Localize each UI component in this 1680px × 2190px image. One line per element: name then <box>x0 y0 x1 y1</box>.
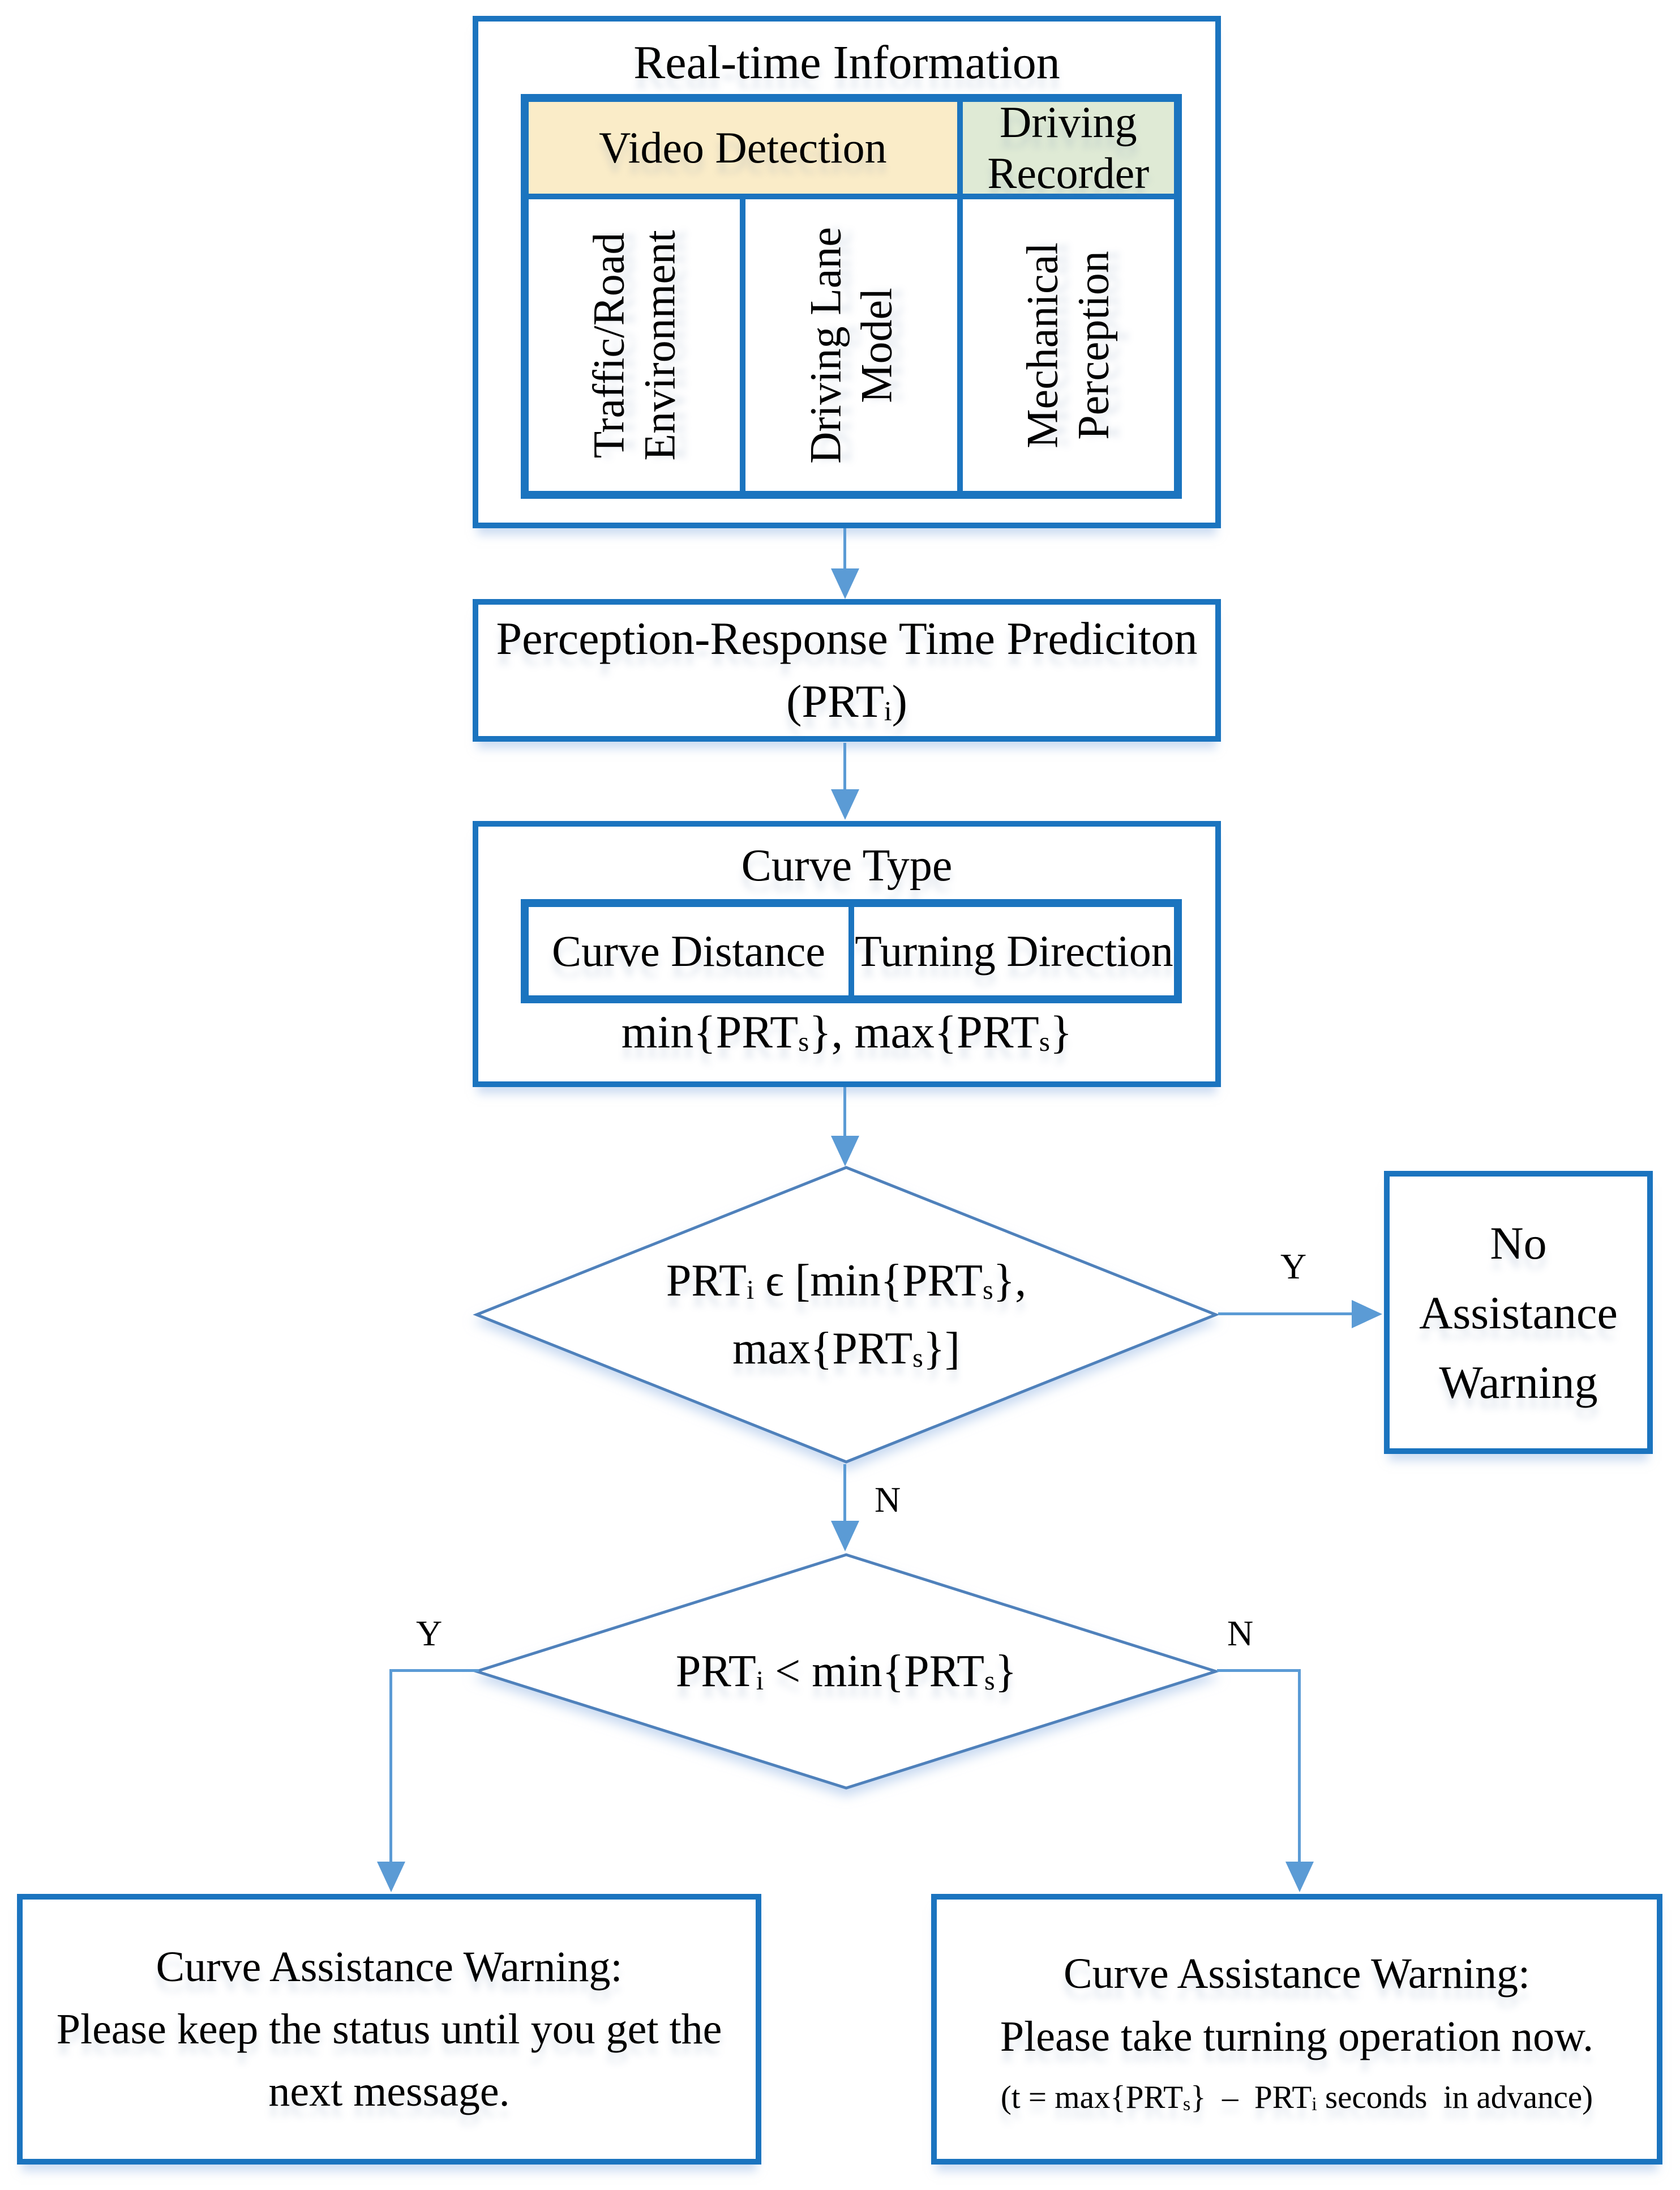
driving-lane-model-cell: Driving Lane Model <box>743 196 960 494</box>
turn-warning-line1: Curve Assistance Warning: <box>1063 1950 1531 1998</box>
decision2-line1: PRTi < min{PRTs} <box>675 1646 1017 1696</box>
decision-prt-in-range-diamond <box>473 1166 1220 1464</box>
driving-recorder-header-cell: Driving Recorder <box>959 97 1177 198</box>
arrow-line-decision1-yes <box>1218 1312 1354 1315</box>
arrow-line-decision2-yes-h <box>389 1669 479 1672</box>
keep-warning-line2: Please keep the status until you get the <box>56 2005 722 2053</box>
arrow-line-decision2-yes-v <box>389 1669 392 1864</box>
curve-type-box: Curve Type Curve Distance Turning Direct… <box>473 821 1221 1087</box>
decision1-line2: max{PRTs}] <box>732 1324 960 1374</box>
driving-lane-line1: Driving Lane <box>800 226 850 464</box>
label-y-decision2: Y <box>416 1613 443 1653</box>
arrow-line-curvetype-to-decision1 <box>843 1087 846 1137</box>
driving-lane-line2: Model <box>851 287 901 403</box>
traffic-road-environment-cell: Traffic/Road Environment <box>526 196 743 494</box>
mechanical-perception-cell: Mechanical Perception <box>959 196 1177 494</box>
prt-prediction-line1: Perception-Response Time Prediciton <box>496 613 1198 665</box>
turn-warning-line2: Please take turning operation now. <box>1000 2012 1594 2060</box>
label-y-decision1: Y <box>1280 1246 1307 1286</box>
arrowhead-decision2-yes <box>377 1862 405 1892</box>
video-detection-header-cell: Video Detection <box>526 99 960 196</box>
driving-recorder-line2: Recorder <box>987 148 1150 198</box>
mechanical-perception-line2: Perception <box>1069 250 1118 440</box>
arrow-line-realtime-to-prt <box>843 528 846 571</box>
prt-minmax-text: min{PRTs}, max{PRTs} <box>621 1006 1073 1058</box>
keep-status-warning-box: Curve Assistance Warning: Please keep th… <box>17 1894 761 2165</box>
arrowhead-prt-to-curvetype <box>831 789 859 820</box>
decision-prt-lt-min-text: PRTi < min{PRTs} <box>531 1569 1162 1773</box>
realtime-information-table: Video Detection Driving Recorder Traffic… <box>521 94 1182 499</box>
keep-warning-line3: next message. <box>268 2068 510 2116</box>
arrow-line-decision1-no <box>843 1464 846 1523</box>
prt-prediction-line2: (PRTi) <box>786 675 907 727</box>
no-assistance-line1: No <box>1490 1217 1547 1269</box>
label-n-decision1: N <box>875 1479 901 1520</box>
arrowhead-decision1-no <box>831 1521 859 1551</box>
decision1-line1: PRTi ϵ [min{PRTs}, <box>666 1256 1027 1306</box>
arrowhead-decision1-yes <box>1352 1300 1382 1328</box>
driving-recorder-line1: Driving <box>1000 97 1137 147</box>
realtime-information-box: Real-time Information Video Detection Dr… <box>473 16 1221 528</box>
turning-operation-warning-box: Curve Assistance Warning: Please take tu… <box>931 1894 1662 2165</box>
no-assistance-line3: Warning <box>1439 1356 1598 1408</box>
no-assistance-warning-box: No Assistance Warning <box>1384 1171 1653 1454</box>
arrow-line-prt-to-curvetype <box>843 743 846 790</box>
arrowhead-decision2-no <box>1285 1862 1314 1892</box>
realtime-information-title: Real-time Information <box>633 36 1060 89</box>
mechanical-perception-line1: Mechanical <box>1017 242 1067 448</box>
arrow-line-decision2-no-h <box>1217 1669 1301 1672</box>
curve-type-table: Curve Distance Turning Direction <box>521 899 1182 1003</box>
label-n-decision2: N <box>1227 1613 1254 1653</box>
arrowhead-realtime-to-prt <box>831 568 859 599</box>
keep-warning-line1: Curve Assistance Warning: <box>156 1943 623 1991</box>
prt-prediction-box: Perception-Response Time Prediciton (PRT… <box>473 599 1221 742</box>
traffic-road-line1: Traffic/Road <box>584 232 633 458</box>
turning-direction-cell: Turning Direction <box>851 904 1177 998</box>
curve-distance-cell: Curve Distance <box>526 904 851 998</box>
decision-prt-lt-min-diamond <box>472 1553 1221 1790</box>
decision-prt-in-range-text: PRTi ϵ [min{PRTs}, max{PRTs}] <box>531 1189 1162 1440</box>
turn-warning-note: (t = max{PRTs} – PRTi seconds in advance… <box>1000 2079 1593 2115</box>
arrow-line-decision2-no-v <box>1298 1669 1301 1864</box>
arrowhead-curvetype-to-decision1 <box>831 1136 859 1166</box>
curve-type-title: Curve Type <box>741 841 953 891</box>
no-assistance-line2: Assistance <box>1419 1286 1618 1338</box>
traffic-road-line2: Environment <box>635 229 684 461</box>
